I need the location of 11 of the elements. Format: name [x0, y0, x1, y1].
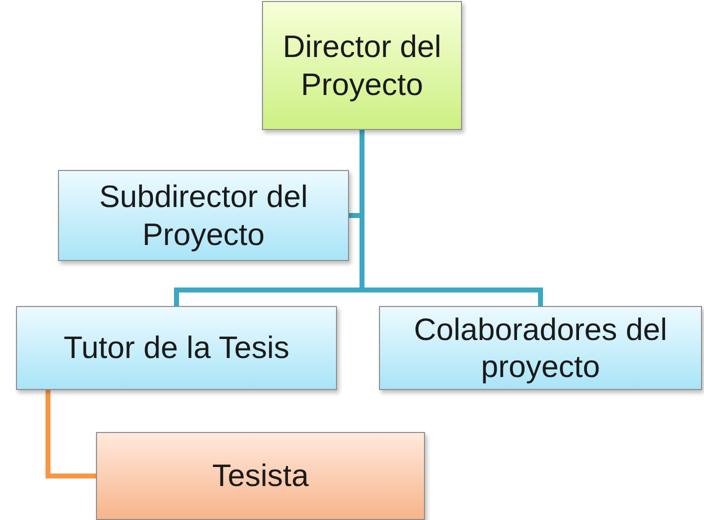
role-label: Colaboradores del proyecto: [412, 310, 668, 386]
org-box: [96, 432, 425, 520]
org-box: [379, 306, 702, 390]
connector-line: [46, 390, 96, 478]
org-box: [16, 306, 337, 390]
role-label: Subdirector del Proyecto: [98, 178, 309, 253]
org-box: [262, 1, 462, 130]
role-label: Director del Proyecto: [282, 28, 442, 103]
org-box: [58, 170, 349, 261]
role-label: Tesista: [212, 457, 309, 495]
role-label: Tutor de la Tesis: [64, 329, 290, 367]
